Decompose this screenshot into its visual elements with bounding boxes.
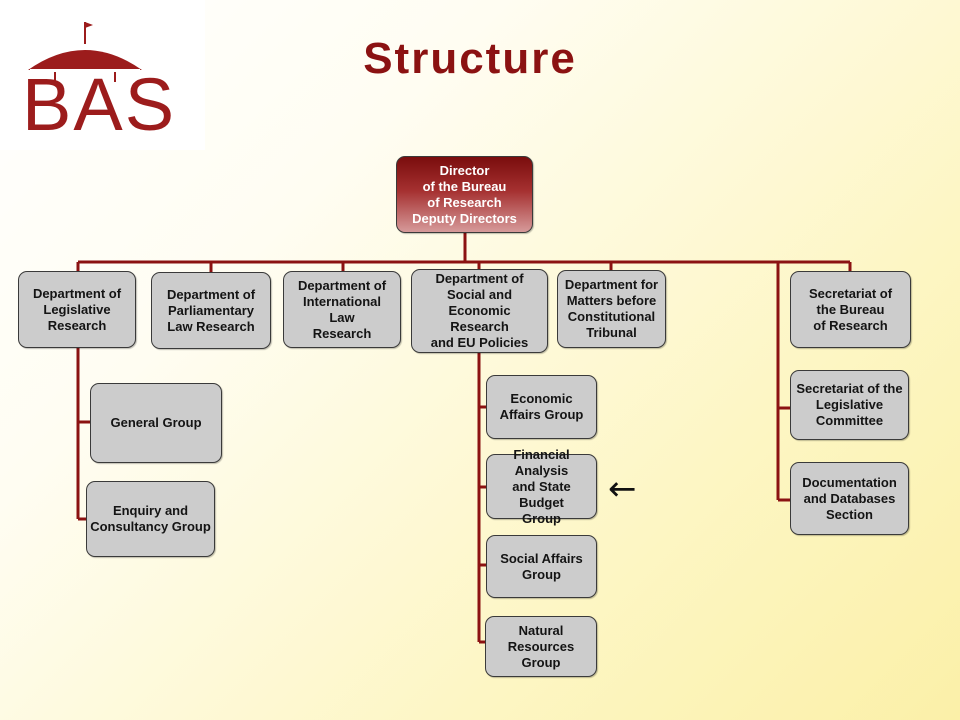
social-affairs-group: Social Affairs Group (486, 535, 597, 598)
page-title: Structure (363, 34, 577, 83)
director-box: Director of the Bureau of Research Deput… (396, 156, 533, 233)
economic-affairs-group: Economic Affairs Group (486, 375, 597, 439)
dept-international-law: Department of International Law Research (283, 271, 401, 348)
enquiry-consultancy-group: Enquiry and Consultancy Group (86, 481, 215, 557)
secretariat-bureau: Secretariat of the Bureau of Research (790, 271, 911, 348)
left-arrow-icon: ← (608, 469, 637, 509)
financial-analysis-group: Financial Analysis and State Budget Grou… (486, 447, 597, 526)
secretariat-legislative-committee: Secretariat of the Legislative Committee (790, 370, 909, 440)
dept-parliamentary-law: Department of Parliamentary Law Research (151, 272, 271, 349)
documentation-databases-section: Documentation and Databases Section (790, 462, 909, 535)
dept-social-economic: Department of Social and Economic Resear… (411, 269, 548, 353)
general-group: General Group (90, 383, 222, 463)
logo-roof-icon (28, 22, 142, 82)
logo-text: BAS (22, 63, 177, 146)
dept-legislative-research: Department of Legislative Research (18, 271, 136, 348)
dept-constitutional-tribunal: Department for Matters before Constituti… (557, 270, 666, 348)
bas-logo: BAS (0, 0, 205, 150)
natural-resources-group: Natural Resources Group (485, 616, 597, 677)
